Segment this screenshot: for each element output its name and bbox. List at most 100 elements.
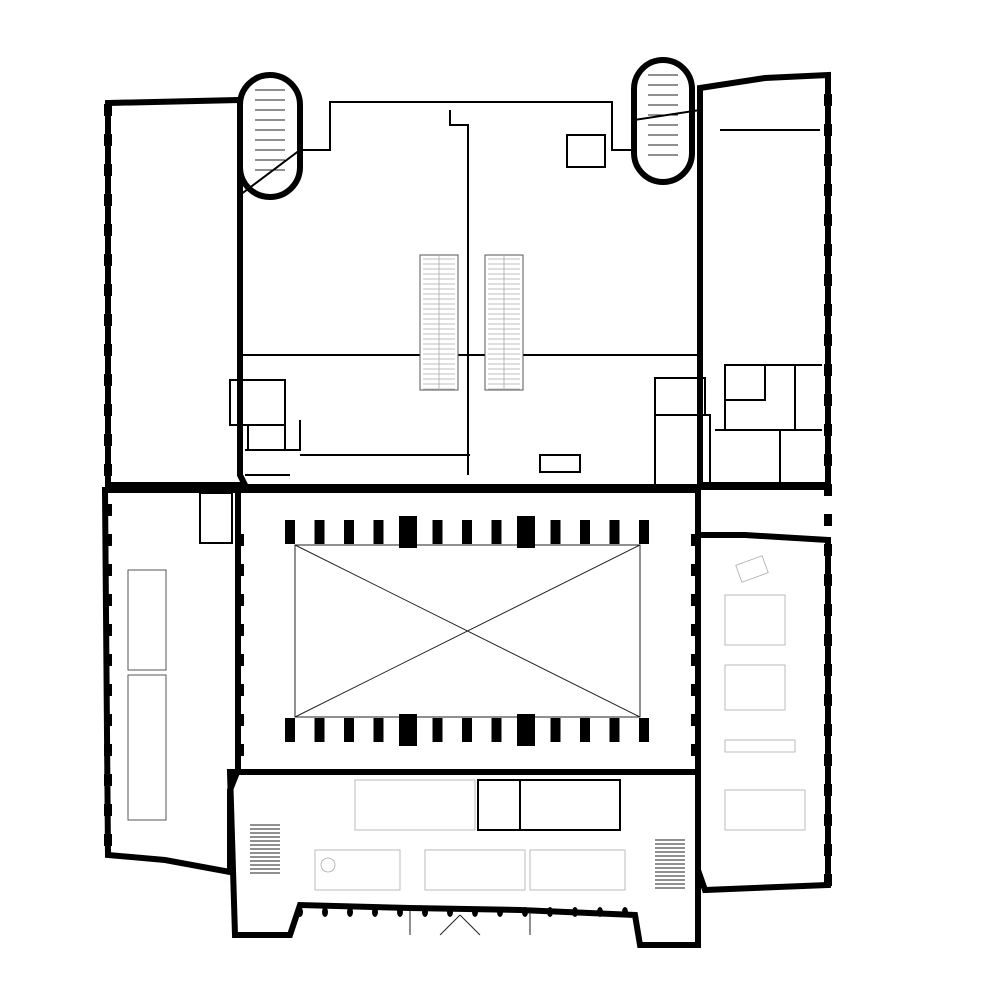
south-block-wall bbox=[226, 769, 701, 948]
column bbox=[691, 564, 699, 576]
column bbox=[824, 154, 832, 166]
column bbox=[609, 718, 620, 742]
escalator-steps bbox=[131, 255, 520, 820]
column bbox=[547, 907, 553, 917]
column bbox=[347, 907, 353, 917]
column bbox=[622, 907, 628, 917]
column bbox=[824, 784, 832, 796]
column bbox=[104, 104, 112, 116]
column bbox=[824, 544, 832, 556]
column bbox=[824, 124, 832, 136]
column bbox=[314, 520, 325, 544]
column bbox=[824, 334, 832, 346]
stair-south-east bbox=[655, 839, 685, 889]
column bbox=[104, 624, 112, 636]
column bbox=[497, 907, 503, 917]
column bbox=[422, 907, 428, 917]
column bbox=[104, 284, 112, 296]
courtyard-diagonals bbox=[294, 544, 641, 718]
column bbox=[517, 714, 535, 746]
column bbox=[104, 564, 112, 576]
column bbox=[824, 844, 832, 856]
column bbox=[824, 424, 832, 436]
column bbox=[104, 164, 112, 176]
column bbox=[322, 907, 328, 917]
stair-tower-west bbox=[237, 72, 303, 200]
elevator-west bbox=[199, 492, 233, 544]
column bbox=[691, 654, 699, 666]
column bbox=[639, 718, 649, 742]
column bbox=[572, 907, 578, 917]
column bbox=[104, 194, 112, 206]
stair-south-west bbox=[250, 824, 280, 874]
column bbox=[462, 718, 472, 742]
column bbox=[104, 654, 112, 666]
column bbox=[236, 744, 244, 756]
column bbox=[399, 714, 417, 746]
column bbox=[285, 718, 295, 742]
column bbox=[285, 520, 295, 544]
column bbox=[104, 314, 112, 326]
north-hall-wall bbox=[239, 101, 701, 356]
escalator-west-1 bbox=[127, 569, 167, 671]
column bbox=[597, 907, 603, 917]
south-entrance-lines bbox=[409, 910, 531, 936]
column bbox=[104, 714, 112, 726]
column bbox=[824, 184, 832, 196]
column bbox=[432, 718, 443, 742]
column bbox=[824, 274, 832, 286]
column bbox=[824, 574, 832, 586]
column bbox=[104, 804, 112, 816]
column bbox=[104, 344, 112, 356]
column bbox=[824, 244, 832, 256]
column bbox=[462, 520, 472, 544]
column bbox=[824, 814, 832, 826]
column bbox=[691, 594, 699, 606]
column bbox=[824, 694, 832, 706]
stair-tower-west-steps bbox=[255, 89, 285, 171]
column bbox=[824, 604, 832, 616]
column bbox=[550, 520, 561, 544]
column bbox=[104, 374, 112, 386]
column bbox=[104, 254, 112, 266]
column bbox=[491, 718, 502, 742]
northeast-wing-wall bbox=[697, 71, 831, 488]
columns bbox=[104, 94, 832, 917]
stair-tower-east bbox=[631, 57, 695, 185]
column bbox=[236, 654, 244, 666]
column bbox=[824, 634, 832, 646]
column bbox=[373, 718, 384, 742]
column bbox=[104, 464, 112, 476]
column bbox=[691, 744, 699, 756]
column bbox=[104, 504, 112, 516]
southwest-wing-wall bbox=[101, 487, 241, 876]
column bbox=[104, 834, 112, 846]
column bbox=[691, 624, 699, 636]
column bbox=[517, 516, 535, 548]
column bbox=[824, 664, 832, 676]
column bbox=[373, 520, 384, 544]
south-restrooms bbox=[477, 779, 621, 831]
column bbox=[609, 520, 620, 544]
column bbox=[639, 520, 649, 544]
elevator-north bbox=[566, 134, 606, 168]
north-hall-partition bbox=[449, 110, 820, 475]
column bbox=[104, 594, 112, 606]
column bbox=[824, 214, 832, 226]
column bbox=[344, 718, 354, 742]
service-core-west bbox=[229, 379, 470, 476]
column bbox=[824, 394, 832, 406]
column bbox=[691, 534, 699, 546]
column bbox=[550, 718, 561, 742]
escalator-west-2 bbox=[127, 674, 167, 821]
column bbox=[236, 624, 244, 636]
column bbox=[824, 364, 832, 376]
column bbox=[236, 564, 244, 576]
column bbox=[432, 520, 443, 544]
column bbox=[372, 907, 378, 917]
column bbox=[104, 534, 112, 546]
column bbox=[824, 514, 832, 526]
column bbox=[472, 907, 478, 917]
column bbox=[580, 718, 590, 742]
